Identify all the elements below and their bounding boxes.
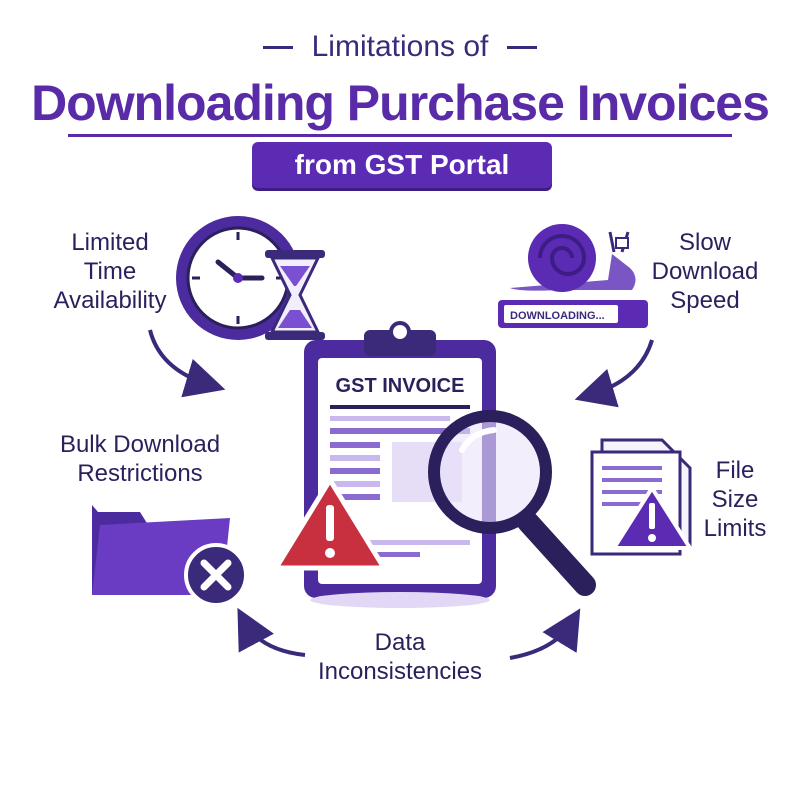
label-data-line1: Data xyxy=(374,629,426,656)
folder-icon xyxy=(92,505,248,607)
title-rule-right xyxy=(506,45,537,49)
warning-red-icon xyxy=(273,477,387,571)
title-line1: Limitations of xyxy=(311,30,489,63)
title-rule-left xyxy=(263,45,294,49)
label-file-size-line2: Size xyxy=(711,486,759,513)
label-bulk-line2: Restrictions xyxy=(77,460,203,487)
label-bulk: Bulk Download Restrictions xyxy=(40,430,240,488)
hourglass-icon xyxy=(265,250,325,340)
title-underline xyxy=(68,134,732,137)
magnifier-icon xyxy=(428,410,596,596)
label-file-size: File Size Limits xyxy=(690,456,780,543)
label-slow-speed-line2: Download xyxy=(651,258,759,285)
arrow-data-left xyxy=(237,607,306,657)
invoice-title: GST INVOICE xyxy=(336,375,465,397)
label-slow-speed-line1: Slow xyxy=(678,229,732,256)
title-top: Limitations of xyxy=(0,30,800,64)
label-file-size-line3: Limits xyxy=(703,515,767,542)
label-slow-speed-line3: Speed xyxy=(670,287,740,314)
title-main: Downloading Purchase Invoices xyxy=(31,75,770,131)
progress-bar xyxy=(498,300,648,328)
label-limited-time-line2: Time xyxy=(83,258,137,285)
arrow-data-right xyxy=(509,608,581,660)
label-slow-speed: Slow Download Speed xyxy=(630,228,780,315)
label-file-size-line1: File xyxy=(715,457,755,484)
label-data-line2: Inconsistencies xyxy=(317,658,483,685)
label-limited-time-line1: Limited xyxy=(71,229,149,256)
clock-icon xyxy=(176,216,300,340)
title-badge: from GST Portal xyxy=(252,142,552,188)
arrow-time xyxy=(148,329,226,398)
file-icon xyxy=(590,438,692,556)
progress-label: DOWNLOADING... xyxy=(510,310,605,322)
label-data: Data Inconsistencies xyxy=(300,628,500,686)
label-limited-time: Limited Time Availability xyxy=(40,228,180,315)
label-limited-time-line3: Availability xyxy=(53,287,167,314)
label-bulk-line1: Bulk Download xyxy=(59,431,221,458)
snail-icon xyxy=(510,224,636,292)
arrow-speed xyxy=(574,339,654,408)
